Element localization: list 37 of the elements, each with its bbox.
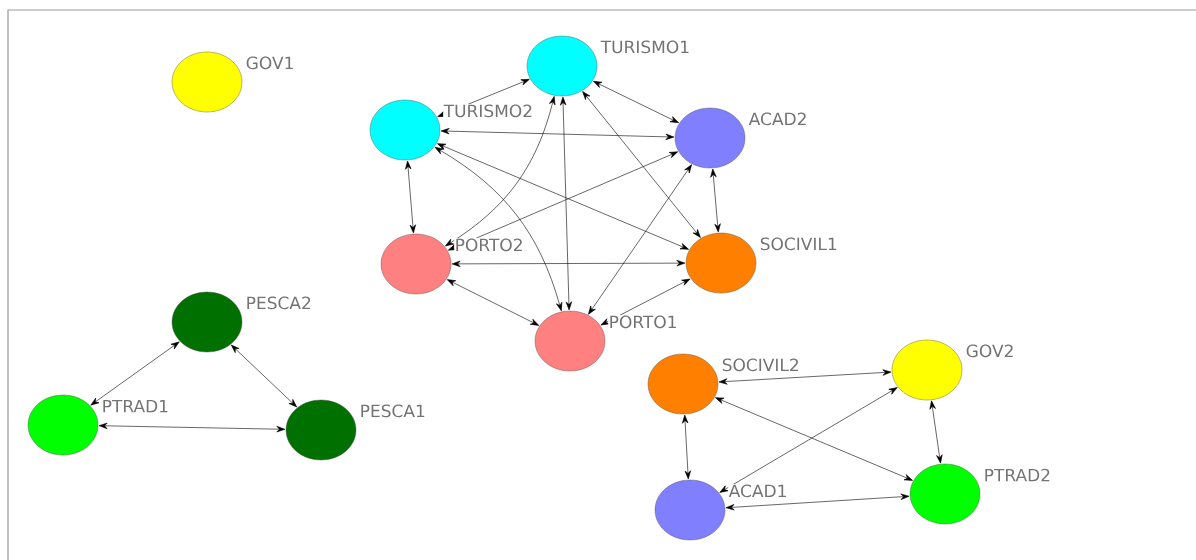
arrow	[434, 147, 563, 312]
arrow	[446, 279, 540, 326]
arrow	[451, 260, 686, 267]
arrow	[231, 344, 298, 408]
arrow	[440, 128, 675, 140]
arrow	[718, 369, 892, 385]
arrow	[593, 81, 679, 123]
arrow	[560, 96, 572, 311]
node-label: TURISMO1	[600, 39, 691, 54]
arrow	[437, 143, 689, 250]
node-label: SOCIVIL2	[721, 357, 801, 372]
node-label: PESCA1	[359, 403, 427, 418]
node-label: ACAD1	[728, 483, 788, 498]
arrow	[715, 397, 913, 481]
node-label: GOV2	[965, 343, 1015, 358]
arrow	[682, 414, 691, 480]
node-label: ACAD2	[748, 111, 808, 126]
arrow	[725, 493, 910, 511]
arrow	[448, 151, 678, 251]
arrow	[710, 168, 721, 233]
node-label: SOCIVIL1	[759, 236, 839, 251]
arrow	[588, 164, 692, 315]
arrow	[582, 91, 701, 238]
arrow	[98, 422, 286, 433]
node-label: TURISMO2	[443, 103, 534, 118]
arrow	[405, 160, 416, 234]
arrow	[90, 341, 180, 406]
node-label: PTRAD1	[101, 399, 170, 413]
arrow	[445, 96, 556, 247]
arrow	[600, 278, 691, 326]
arrow	[719, 387, 898, 493]
node-label: PORTO2	[454, 237, 524, 252]
arrow	[929, 400, 943, 464]
node-label: PORTO1	[608, 314, 678, 329]
node-label: PESCA2	[245, 295, 313, 310]
node-label: PTRAD2	[983, 468, 1052, 482]
node-label: GOV1	[245, 55, 295, 70]
